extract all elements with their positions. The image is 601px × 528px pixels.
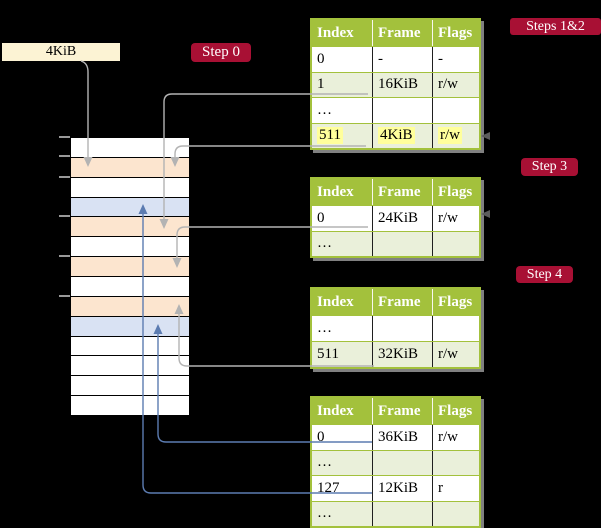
column-header-index: Index	[317, 293, 354, 310]
table-cell: …	[317, 235, 332, 252]
table-cell	[372, 316, 432, 341]
memory-frame-row-blue	[71, 316, 189, 337]
badge-steps-1-2: Steps 1&2	[510, 18, 601, 35]
column-header-flags: Flags	[432, 398, 479, 424]
memory-tick	[59, 155, 70, 157]
table-row: 0 --	[312, 46, 479, 72]
memory-frame-row-white	[71, 177, 189, 198]
table-cell: 16KiB	[372, 72, 432, 97]
table-cell: 36KiB	[372, 425, 432, 450]
memory-column	[70, 137, 190, 416]
memory-tick	[59, 176, 70, 178]
table-cell: 0	[317, 209, 325, 226]
arrowhead-into-pt2-entry0	[481, 210, 490, 218]
table-cell: r/w	[432, 123, 479, 148]
table-cell: r/w	[432, 206, 479, 231]
table-row: …	[312, 230, 479, 256]
memory-frame-row-blue	[71, 197, 189, 218]
table-cell: 32KiB	[372, 342, 432, 367]
table-row: 511 4KiB r/w	[312, 122, 479, 149]
frame-size-label: 4KiB	[2, 43, 120, 61]
table-cell: r/w	[432, 342, 479, 367]
table-row: …	[312, 449, 479, 475]
column-header-frame: Frame	[372, 20, 432, 46]
column-header-frame: Frame	[372, 289, 432, 315]
table-cell: 4KiB	[372, 123, 432, 148]
column-header-flags: Flags	[432, 179, 479, 205]
memory-tick	[59, 255, 70, 257]
table-cell: 24KiB	[372, 206, 432, 231]
column-header-index: Index	[317, 402, 354, 419]
column-header-flags: Flags	[432, 289, 479, 315]
table-cell: 1	[317, 76, 325, 93]
column-header-flags: Flags	[432, 20, 479, 46]
table-cell: …	[317, 454, 332, 471]
table-cell: r	[432, 476, 479, 501]
table-cell	[372, 231, 432, 256]
arrowhead-into-pt1-entry511	[481, 132, 490, 140]
highlighted-value: 511	[317, 127, 343, 145]
table-cell: 12KiB	[372, 476, 432, 501]
table-cell	[372, 501, 432, 526]
memory-tick	[59, 215, 70, 217]
table-cell: 511	[317, 346, 339, 362]
table-row: …	[312, 97, 479, 123]
column-header-index: Index	[317, 183, 354, 200]
memory-frame-row-orange	[71, 217, 189, 238]
memory-frame-row-white	[71, 237, 189, 258]
memory-tick	[59, 295, 70, 297]
table-cell: 0	[317, 50, 325, 67]
badge-step-4: Step 4	[516, 266, 573, 283]
memory-frame-row-white	[71, 356, 189, 377]
memory-frame-row-white	[71, 336, 189, 357]
table-cell: -	[372, 47, 432, 72]
column-header-frame: Frame	[372, 179, 432, 205]
memory-frame-row-white	[71, 138, 189, 158]
memory-frame-row-white	[71, 396, 189, 416]
table-cell: …	[317, 320, 332, 336]
table-cell: 0	[317, 428, 325, 445]
table-cell: …	[317, 101, 332, 118]
table-row: …	[312, 500, 479, 526]
memory-tick	[59, 136, 70, 138]
table-cell: 511	[312, 124, 372, 149]
memory-frame-row-orange	[71, 157, 189, 178]
table-cell: r/w	[432, 72, 479, 97]
highlighted-value: 4KiB	[378, 127, 415, 145]
badge-step-0: Step 0	[191, 43, 251, 62]
badge-step-3: Step 3	[521, 158, 578, 176]
memory-frame-row-white	[71, 277, 189, 297]
memory-frame-row-orange	[71, 257, 189, 278]
table-cell: r/w	[432, 425, 479, 450]
column-header-frame: Frame	[372, 398, 432, 424]
memory-frame-row-white	[71, 376, 189, 397]
table-cell	[432, 450, 479, 475]
table-cell	[432, 231, 479, 256]
table-cell	[372, 98, 432, 123]
table-row: …	[312, 315, 479, 341]
memory-frame-row-orange	[71, 296, 189, 317]
table-cell	[432, 316, 479, 341]
table-cell: 127	[317, 479, 340, 496]
table-cell: -	[432, 47, 479, 72]
table-cell	[432, 501, 479, 526]
table-cell: …	[317, 505, 332, 522]
highlighted-value: r/w	[438, 127, 462, 145]
table-cell	[432, 98, 479, 123]
table-cell	[372, 450, 432, 475]
column-header-index: Index	[317, 24, 354, 41]
